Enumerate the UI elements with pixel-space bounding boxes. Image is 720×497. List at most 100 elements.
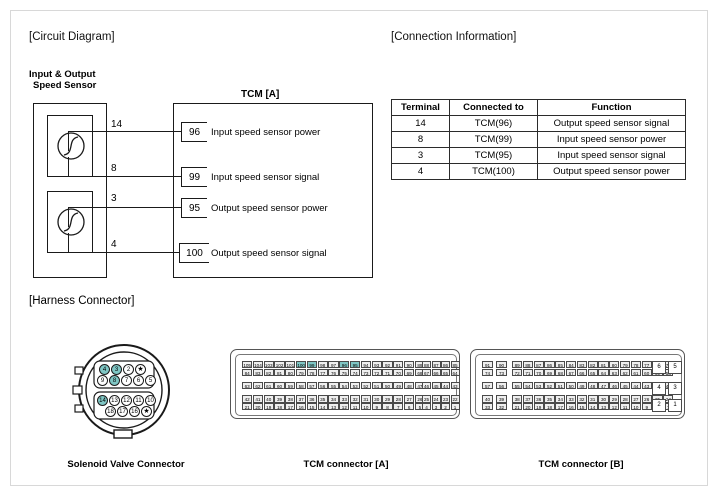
tcm-connector-a-caption: TCM connector [A] xyxy=(303,459,389,470)
solenoid-pin-3: 3 xyxy=(111,364,122,375)
tcm-a-pin-97: 97 xyxy=(328,361,339,369)
tcm-a-pin-45: 45 xyxy=(431,382,441,390)
tcm-b-pin-12: 12 xyxy=(609,403,620,411)
tcm-a-pin-96: 96 xyxy=(339,361,350,369)
cell-function: Output speed sensor power xyxy=(537,163,686,180)
tcm-b-pin-90: 90 xyxy=(496,361,507,369)
tcm-a-pin-13: 13 xyxy=(328,403,339,411)
column-header-terminal: Terminal xyxy=(391,99,450,116)
tcm-a-pin-1: 1 xyxy=(450,403,460,411)
tcm-a-pin-67: 67 xyxy=(422,368,431,376)
tcm-a-pin-38: 38 xyxy=(285,395,296,403)
tcm-b-pin-37: 37 xyxy=(522,395,534,403)
tcm-b-pin-32: 32 xyxy=(576,395,588,403)
tcm-b-pin-32: 32 xyxy=(496,403,507,411)
tcm-a-pin-83: 83 xyxy=(252,368,264,376)
solenoid-pin-14: 14 xyxy=(97,395,108,406)
tcm-a-pin-11: 11 xyxy=(350,403,361,411)
tcm-a-pin-75: 75 xyxy=(339,368,350,376)
tcm-b-pin-89: 89 xyxy=(512,361,523,369)
solenoid-pin-13: 13 xyxy=(109,395,120,406)
tcm-a-pin-43: 43 xyxy=(450,382,460,390)
tcm-b-pin-91: 91 xyxy=(482,361,493,369)
solenoid-pin-16: 16 xyxy=(129,406,140,417)
tcm-b-pin-85: 85 xyxy=(555,361,566,369)
tcm-b-pin-9: 9 xyxy=(641,403,652,411)
wire-segment xyxy=(68,157,70,177)
tcm-a-pin-20: 20 xyxy=(252,403,264,411)
sensor-label: Input & Output Speed Sensor xyxy=(29,69,96,91)
sensor-pin-8: 8 xyxy=(111,163,117,174)
tcm-b-pin-27: 27 xyxy=(630,395,642,403)
tcm-a-pin-25: 25 xyxy=(422,395,431,403)
tcm-a-pin-33: 33 xyxy=(339,395,350,403)
tcm-b-pin-34: 34 xyxy=(555,395,566,403)
tcm-b-pin-54: 54 xyxy=(522,382,534,390)
cell-terminal: 4 xyxy=(391,163,450,180)
tcm-b-pin-56: 56 xyxy=(496,382,507,390)
table-row: 4 TCM(100) Output speed sensor power xyxy=(391,163,686,180)
circuit-diagram-title: [Circuit Diagram] xyxy=(29,31,115,43)
tcm-a-pin-104: 104 xyxy=(252,361,264,369)
tcm-a-pin-52: 52 xyxy=(360,382,372,390)
tcm-a-pin-29: 29 xyxy=(382,395,393,403)
tcm-b-pin-73: 73 xyxy=(496,368,507,376)
tcm-a-pin-99: 99 xyxy=(306,361,318,369)
cell-connected-to: TCM(96) xyxy=(449,115,538,132)
tcm-function-99: Input speed sensor signal xyxy=(211,172,320,183)
tcm-a-pin-50: 50 xyxy=(382,382,393,390)
tcm-b-pin-38: 38 xyxy=(512,395,523,403)
tcm-a-pin-51: 51 xyxy=(371,382,382,390)
tcm-b-pin-84: 84 xyxy=(566,361,577,369)
tcm-b-pin-55: 55 xyxy=(512,382,523,390)
tcm-a-pin-90: 90 xyxy=(404,361,415,369)
tcm-b-pin-77: 77 xyxy=(641,361,652,369)
tcm-b-pin-74: 74 xyxy=(482,368,493,376)
solenoid-pin-11: 11 xyxy=(133,395,144,406)
solenoid-pin-star-top: ★ xyxy=(135,364,146,375)
tcm-a-pin-28: 28 xyxy=(393,395,404,403)
solenoid-pin-star-bottom: ★ xyxy=(141,406,152,417)
tcm-a-pin-19: 19 xyxy=(263,403,274,411)
tcm-b-pin-51: 51 xyxy=(555,382,566,390)
tcm-b-pin-30: 30 xyxy=(598,395,609,403)
tcm-a-pin-101: 101 xyxy=(285,361,296,369)
tcm-a-pin-87: 87 xyxy=(431,361,441,369)
solenoid-pin-10: 10 xyxy=(145,395,156,406)
tcm-b-pin-29: 29 xyxy=(609,395,620,403)
tcm-a-pin-98: 98 xyxy=(317,361,328,369)
tcm-b-pin-87: 87 xyxy=(533,361,544,369)
tcm-b-pin-80: 80 xyxy=(609,361,620,369)
connection-information-title: [Connection Information] xyxy=(391,31,517,43)
sensor-pin-3: 3 xyxy=(111,193,117,204)
tcm-a-pin-31: 31 xyxy=(360,395,372,403)
tcm-a-pin-100: 100 xyxy=(296,361,307,369)
tcm-b-pin-20: 20 xyxy=(522,403,534,411)
tcm-b-pin-50: 50 xyxy=(566,382,577,390)
cell-terminal: 14 xyxy=(391,115,450,132)
tcm-a-pin-73: 73 xyxy=(360,368,372,376)
input-speed-sensor-coil-icon xyxy=(57,132,85,160)
tcm-b-pin-35: 35 xyxy=(544,395,555,403)
tcm-b-pin-66: 66 xyxy=(576,368,588,376)
wire-segment xyxy=(68,207,70,227)
tcm-b-pin-33: 33 xyxy=(482,403,493,411)
tcm-b-pin-46: 46 xyxy=(609,382,620,390)
tcm-a-pin-3: 3 xyxy=(431,403,441,411)
wire-8-to-99 xyxy=(68,176,187,178)
tcm-a-pin-59: 59 xyxy=(285,382,296,390)
tcm-b-pin-78: 78 xyxy=(630,361,642,369)
tcm-a-pin-4: 4 xyxy=(422,403,431,411)
tcm-b-pin-82: 82 xyxy=(587,361,598,369)
tcm-function-96: Input speed sensor power xyxy=(211,127,321,138)
tcm-a-pin-64: 64 xyxy=(450,368,460,376)
tcm-a-pin-94: 94 xyxy=(360,361,372,369)
tcm-a-pin-54: 54 xyxy=(339,382,350,390)
tcm-a-label: TCM [A] xyxy=(241,89,280,100)
tcm-a-pin-76: 76 xyxy=(328,368,339,376)
tcm-a-pin-2: 2 xyxy=(441,403,450,411)
cell-terminal: 8 xyxy=(391,131,450,148)
tcm-a-pin-36: 36 xyxy=(306,395,318,403)
tcm-b-pin-64: 64 xyxy=(598,368,609,376)
tcm-a-pin-102: 102 xyxy=(274,361,285,369)
